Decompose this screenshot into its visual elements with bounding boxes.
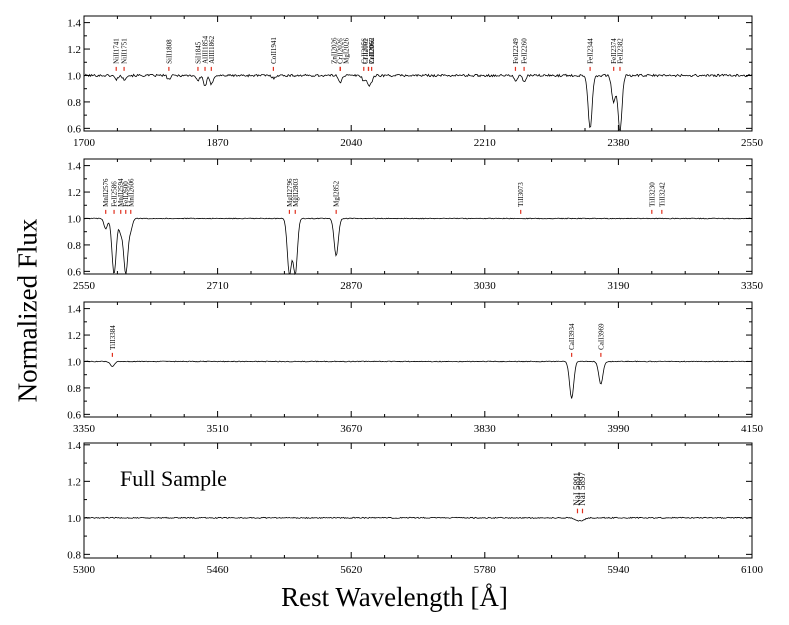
line-label: AlIII1854 bbox=[202, 35, 210, 63]
y-tick-label: 0.6 bbox=[67, 409, 81, 421]
y-tick-label: 1.0 bbox=[67, 213, 81, 225]
line-label: TiII3384 bbox=[109, 325, 117, 350]
line-label: NiII1751 bbox=[121, 38, 129, 64]
x-tick-label: 2710 bbox=[207, 280, 230, 292]
line-label: MnII2594 bbox=[117, 178, 125, 207]
y-tick-label: 1.4 bbox=[67, 161, 81, 173]
line-label: FeII2260 bbox=[521, 38, 529, 64]
line-label: SiI1845 bbox=[194, 41, 202, 64]
line-label: MgII2803 bbox=[292, 178, 300, 207]
y-tick-label: 1.2 bbox=[67, 476, 81, 488]
line-label: NiII1741 bbox=[113, 38, 121, 64]
x-tick-label: 2380 bbox=[607, 137, 630, 149]
line-label: AlIII1862 bbox=[208, 35, 216, 63]
line-label: FeII2374 bbox=[610, 38, 618, 64]
spectrum-line bbox=[83, 360, 753, 399]
x-tick-label: 4150 bbox=[741, 423, 764, 435]
panel-annotation: Full Sample bbox=[120, 466, 227, 491]
panel-frame bbox=[83, 15, 753, 132]
y-tick-label: 0.6 bbox=[67, 123, 81, 135]
x-tick-label: 5780 bbox=[474, 564, 497, 576]
y-tick-label: 1.0 bbox=[67, 513, 81, 525]
x-tick-label: 2040 bbox=[340, 137, 363, 149]
y-tick-label: 1.4 bbox=[67, 440, 81, 452]
line-label: CaII3969 bbox=[597, 323, 605, 350]
line-label: CrII2056 bbox=[360, 38, 368, 64]
line-label: MnII2576 bbox=[102, 178, 110, 207]
line-label: ZnII2026 bbox=[331, 37, 339, 64]
x-tick-label: 5300 bbox=[73, 564, 96, 576]
x-tick-label: 5460 bbox=[207, 564, 230, 576]
x-tick-label: 6100 bbox=[741, 564, 764, 576]
panel-1: 1700 1870 2040 2210 2380 2550 0.6 0.8 1.0 1.2 1.4N… bbox=[67, 15, 764, 149]
x-tick-label: 3350 bbox=[741, 280, 764, 292]
panel-4: 5300 5460 5620 5780 5940 6100 0.8 1.0 1.2 1.4NaI … bbox=[67, 440, 763, 576]
line-label: CrII2066 bbox=[368, 38, 376, 64]
y-tick-label: 0.8 bbox=[67, 240, 81, 252]
line-label: CrII2062 bbox=[362, 38, 370, 64]
line-label: TiII3073 bbox=[517, 182, 525, 207]
panel-frame bbox=[83, 301, 753, 418]
line-label: CrII2026 bbox=[337, 38, 345, 64]
line-label: NaI 5891 bbox=[572, 472, 582, 506]
y-axis-label-wrap: Normalized Flux bbox=[8, 170, 48, 450]
line-label: ZnII2062 bbox=[368, 37, 376, 64]
x-axis-label: Rest Wavelength [Å] bbox=[281, 582, 508, 612]
x-tick-label: 3190 bbox=[607, 280, 630, 292]
y-tick-label: 1.0 bbox=[67, 70, 81, 82]
y-tick-label: 1.2 bbox=[67, 44, 81, 56]
spectrum-line bbox=[83, 516, 753, 522]
y-tick-label: 0.6 bbox=[67, 266, 81, 278]
line-label: FeII2382 bbox=[616, 38, 624, 64]
spectrum-line bbox=[83, 73, 753, 132]
y-tick-label: 1.4 bbox=[67, 304, 81, 316]
line-label: CaII3934 bbox=[568, 323, 576, 350]
x-tick-label: 3830 bbox=[474, 423, 497, 435]
x-tick-label: 3030 bbox=[474, 280, 497, 292]
line-label: FeII2600 bbox=[122, 181, 130, 207]
line-label: MnII2606 bbox=[127, 178, 135, 207]
x-tick-label: 2550 bbox=[741, 137, 764, 149]
x-tick-label: 2870 bbox=[340, 280, 363, 292]
y-tick-label: 1.4 bbox=[67, 18, 81, 30]
line-label: NaI 5897 bbox=[577, 471, 587, 505]
x-tick-label: 1870 bbox=[207, 137, 230, 149]
panel-frame bbox=[83, 442, 753, 559]
y-tick-label: 1.0 bbox=[67, 356, 81, 368]
panel-frame bbox=[83, 158, 753, 275]
spectrum-line bbox=[83, 217, 753, 276]
line-label: FeII2344 bbox=[587, 38, 595, 64]
line-label: TiII3242 bbox=[658, 182, 666, 207]
x-tick-label: 2210 bbox=[474, 137, 497, 149]
line-label: CoII1941 bbox=[270, 37, 278, 64]
line-label: TiII3230 bbox=[648, 182, 656, 207]
y-axis-label: Normalized Flux bbox=[12, 218, 43, 402]
line-label: FeII2249 bbox=[512, 38, 520, 64]
line-label: SiII1808 bbox=[165, 39, 173, 64]
line-label: MgI2852 bbox=[333, 180, 341, 207]
x-tick-label: 3990 bbox=[607, 423, 630, 435]
line-label: MgI2026 bbox=[343, 37, 351, 64]
x-tick-label: 5620 bbox=[340, 564, 363, 576]
y-tick-label: 0.8 bbox=[67, 549, 81, 561]
y-tick-label: 0.8 bbox=[67, 97, 81, 109]
panel-2: 2550 2710 2870 3030 3190 3350 0.6 0.8 1.0 1.2 1.4M… bbox=[67, 158, 764, 292]
y-tick-label: 0.8 bbox=[67, 383, 81, 395]
x-tick-label: 3670 bbox=[340, 423, 363, 435]
x-tick-label: 3510 bbox=[207, 423, 230, 435]
x-tick-label: 3350 bbox=[73, 423, 96, 435]
panel-3: 3350 3510 3670 3830 3990 4150 0.6 0.8 1.0 1.2 1.4T… bbox=[67, 301, 764, 435]
x-tick-label: 2550 bbox=[73, 280, 96, 292]
line-label: MgII2796 bbox=[286, 178, 294, 207]
y-tick-label: 1.2 bbox=[67, 187, 81, 199]
x-tick-label: 1700 bbox=[73, 137, 96, 149]
x-tick-label: 5940 bbox=[607, 564, 630, 576]
y-tick-label: 1.2 bbox=[67, 330, 81, 342]
line-label: FeII2586 bbox=[111, 181, 119, 207]
